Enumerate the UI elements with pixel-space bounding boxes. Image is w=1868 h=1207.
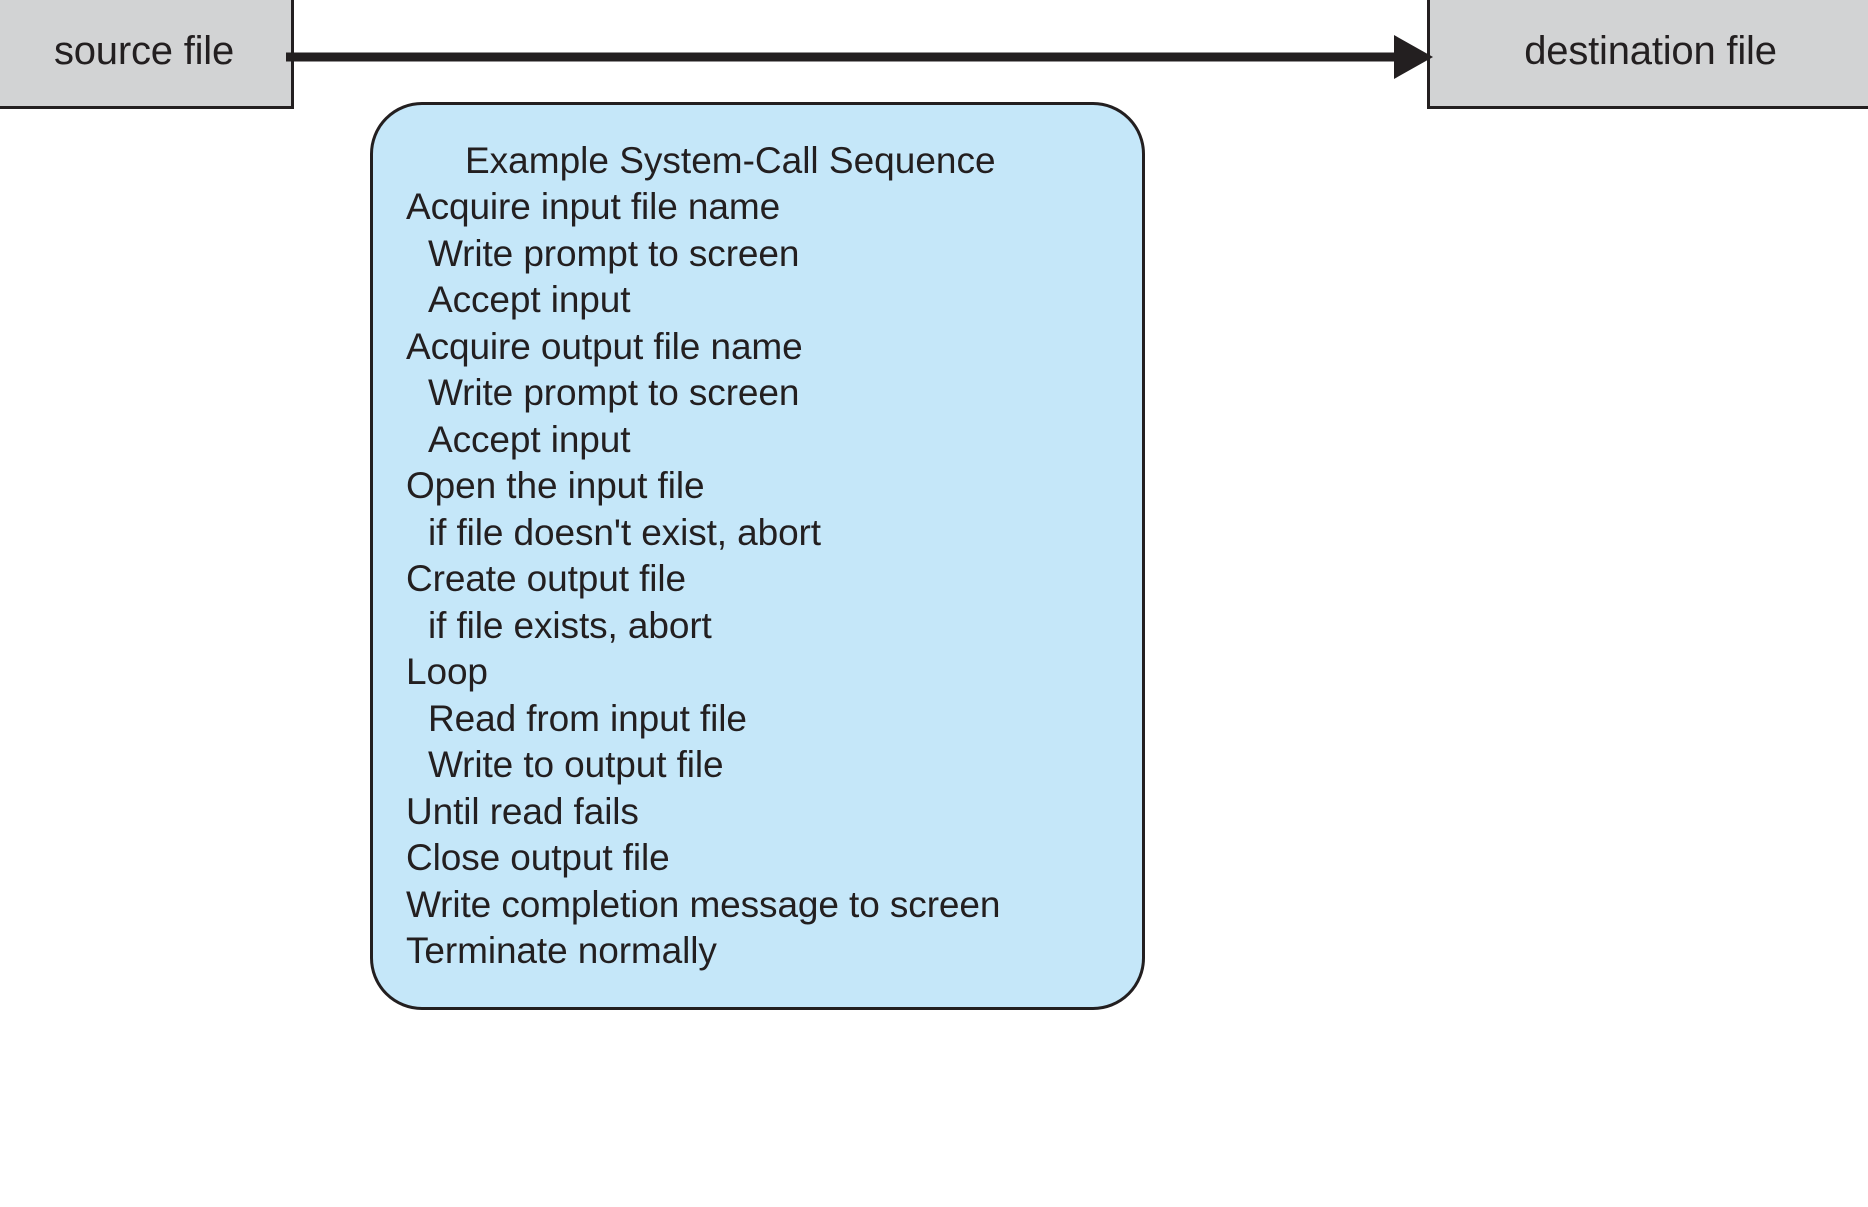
sequence-step: Until read fails <box>406 790 639 832</box>
sequence-step: Acquire output file name <box>406 325 803 367</box>
source-file-box: source file <box>0 0 294 109</box>
sequence-step: Open the input file <box>406 465 705 506</box>
sequence-step: Write prompt to screen <box>428 372 800 413</box>
sequence-step: Read from input file <box>428 697 747 739</box>
source-file-label: source file <box>53 29 235 73</box>
sequence-step: Loop <box>406 651 488 692</box>
sequence-step: Accept input <box>428 279 631 320</box>
destination-file-label: destination file <box>1524 29 1777 73</box>
destination-file-box: destination file <box>1427 0 1868 109</box>
sequence-step: Write prompt to screen <box>428 232 800 274</box>
sequence-step: if file exists, abort <box>428 604 712 646</box>
sequence-step: Write to output file <box>428 744 724 785</box>
sequence-step: Terminate normally <box>406 930 717 971</box>
example-system-call-sequence-panel: Example System-Call Sequence Acquire inp… <box>370 102 1145 1010</box>
sequence-step: if file doesn't exist, abort <box>428 511 821 553</box>
sequence-step: Create output file <box>406 558 686 599</box>
sequence-panel-title: Example System-Call Sequence <box>465 140 996 181</box>
sequence-step: Acquire input file name <box>406 186 781 227</box>
sequence-step: Close output file <box>406 837 670 878</box>
sequence-step: Accept input <box>428 418 631 460</box>
sequence-step: Write completion message to screen <box>406 883 1001 925</box>
copy-flow-arrow-icon <box>286 35 1433 79</box>
